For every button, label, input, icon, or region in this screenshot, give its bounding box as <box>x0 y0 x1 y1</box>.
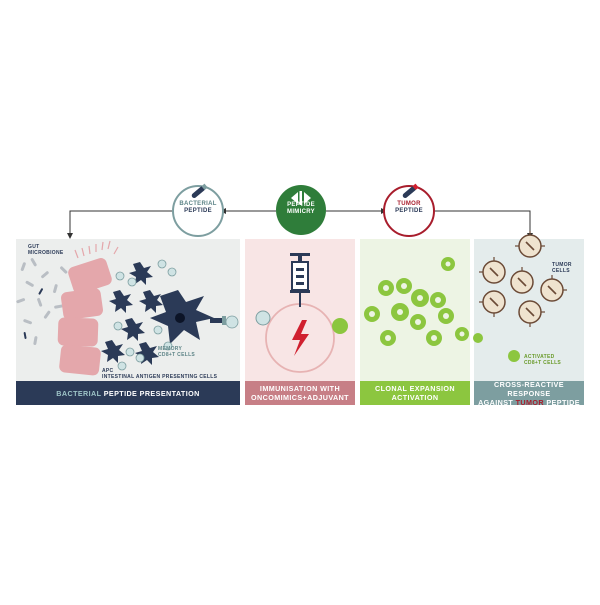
gut-label-line1: GUT <box>28 244 40 250</box>
band-expansion-title: CLONAL EXPANSION ACTIVATION <box>375 384 455 402</box>
mimicry-arrows-icon <box>291 191 311 205</box>
band-immunisation <box>245 381 355 405</box>
band-bacterial-highlight: BACTERIAL <box>56 388 102 398</box>
gut-label-line2: MICROBIONE <box>28 250 64 256</box>
apc-label: APC INTESTINAL ANTIGEN PRESENTING CELLS <box>102 368 217 380</box>
band-bacterial <box>16 381 240 405</box>
tumor-spikes <box>479 231 567 327</box>
band-cross-tumor: TUMOR <box>515 397 544 407</box>
bacterial-peptide-label: BACTERIAL PEPTIDE <box>174 201 222 215</box>
bacterial-label-line1: BACTERIAL <box>179 201 217 207</box>
activated-line2: CD8+T CELLS <box>524 360 562 366</box>
apc-label-line2: INTESTINAL ANTIGEN PRESENTING CELLS <box>102 374 218 380</box>
gut-microbione-label: GUT MICROBIONE <box>28 244 64 256</box>
tumor-peptide-label: TUMOR PEPTIDE <box>385 201 433 215</box>
memory-t-cells <box>113 259 239 371</box>
mimicry-label-line2: MIMICRY <box>287 209 315 215</box>
adjuvant-lightning-icon <box>292 320 309 356</box>
band-bacterial-title: BACTERIAL PEPTIDE PRESENTATION <box>56 389 199 398</box>
band-cross-part3: PEPTIDE <box>543 397 580 407</box>
band-expansion-line1: CLONAL EXPANSION <box>374 384 455 393</box>
band-expansion-line2: ACTIVATION <box>391 393 439 402</box>
activated-t-cell <box>332 318 348 334</box>
tumor-label-line1: TUMOR <box>397 201 421 207</box>
band-cross-reactive-title: CROSS-REACTIVE RESPONSE AGAINST TUMOR PE… <box>474 380 584 407</box>
tumor-cells-line2: CELLS <box>552 268 570 274</box>
arrow-to-panel4 <box>434 210 531 236</box>
activated-cd8-label: ACTIVATED CD8+T CELLS <box>524 354 561 366</box>
bacterial-test-tube-icon <box>191 183 208 199</box>
band-cross-part1: AGAINST <box>478 397 516 407</box>
mimicry-label-line1: PEPTIDE <box>287 202 315 208</box>
band-expansion-text: CLONAL EXPANSION ACTIVATION <box>360 381 470 405</box>
band-bacterial-rest: PEPTIDE PRESENTATION <box>101 388 200 398</box>
arrow-to-panel1 <box>69 210 173 236</box>
connector-arrows <box>69 210 531 236</box>
naive-t-cell <box>255 310 271 326</box>
tumor-label-line2: PEPTIDE <box>395 208 423 214</box>
bacterial-label-line2: PEPTIDE <box>184 208 212 214</box>
intestinal-epithelium <box>57 240 119 376</box>
band-cross-line1: CROSS-REACTIVE RESPONSE <box>494 379 564 398</box>
t-cell-nuclei <box>369 261 465 341</box>
activated-line1: ACTIVATED <box>524 354 555 360</box>
memory-cd8-label: MEMORY CD8+T CELLS <box>158 346 195 358</box>
bacteria-cluster <box>16 258 68 346</box>
apc-label-line1: APC <box>102 368 114 374</box>
apc-nucleus <box>175 313 185 323</box>
tumor-cells-label: TUMOR CELLS <box>552 262 572 274</box>
bacterial-peptide-circle <box>172 185 224 237</box>
band-bacterial-text: BACTERIAL PEPTIDE PRESENTATION <box>16 381 240 405</box>
band-immunisation-line1: IMMUNISATION WITH <box>259 384 341 393</box>
band-immunisation-text: IMMUNISATION WITH ONCOMIMICS+ADJUVANT <box>245 381 355 405</box>
band-immunisation-line2: ONCOMIMICS+ADJUVANT <box>251 393 349 402</box>
memory-label-line2: CD8+T CELLS <box>158 352 196 358</box>
tumor-peptide-circle <box>383 185 435 237</box>
tumor-test-tube-icon <box>402 183 419 199</box>
band-immunisation-title: IMMUNISATION WITH ONCOMIMICS+ADJUVANT <box>251 384 349 402</box>
peptide-mimicry-circle <box>276 185 326 235</box>
memory-label-line1: MEMORY <box>158 346 183 352</box>
band-cross-reactive <box>474 381 584 405</box>
band-expansion <box>360 381 470 405</box>
band-cross-reactive-text: CROSS-REACTIVE RESPONSE AGAINST TUMOR PE… <box>474 380 584 407</box>
mhc-peptide-icon <box>210 316 226 325</box>
syringe-icon <box>290 253 310 307</box>
tumor-cells-line1: TUMOR <box>552 262 572 268</box>
arrowhead-down-left <box>67 233 73 239</box>
peptide-mimicry-label: PEPTIDE MIMICRY <box>277 202 325 216</box>
band-cross-line2: AGAINST TUMOR PEPTIDE <box>474 398 584 407</box>
activated-cd8-cells <box>473 333 520 362</box>
tumor-nuclei <box>489 241 557 317</box>
